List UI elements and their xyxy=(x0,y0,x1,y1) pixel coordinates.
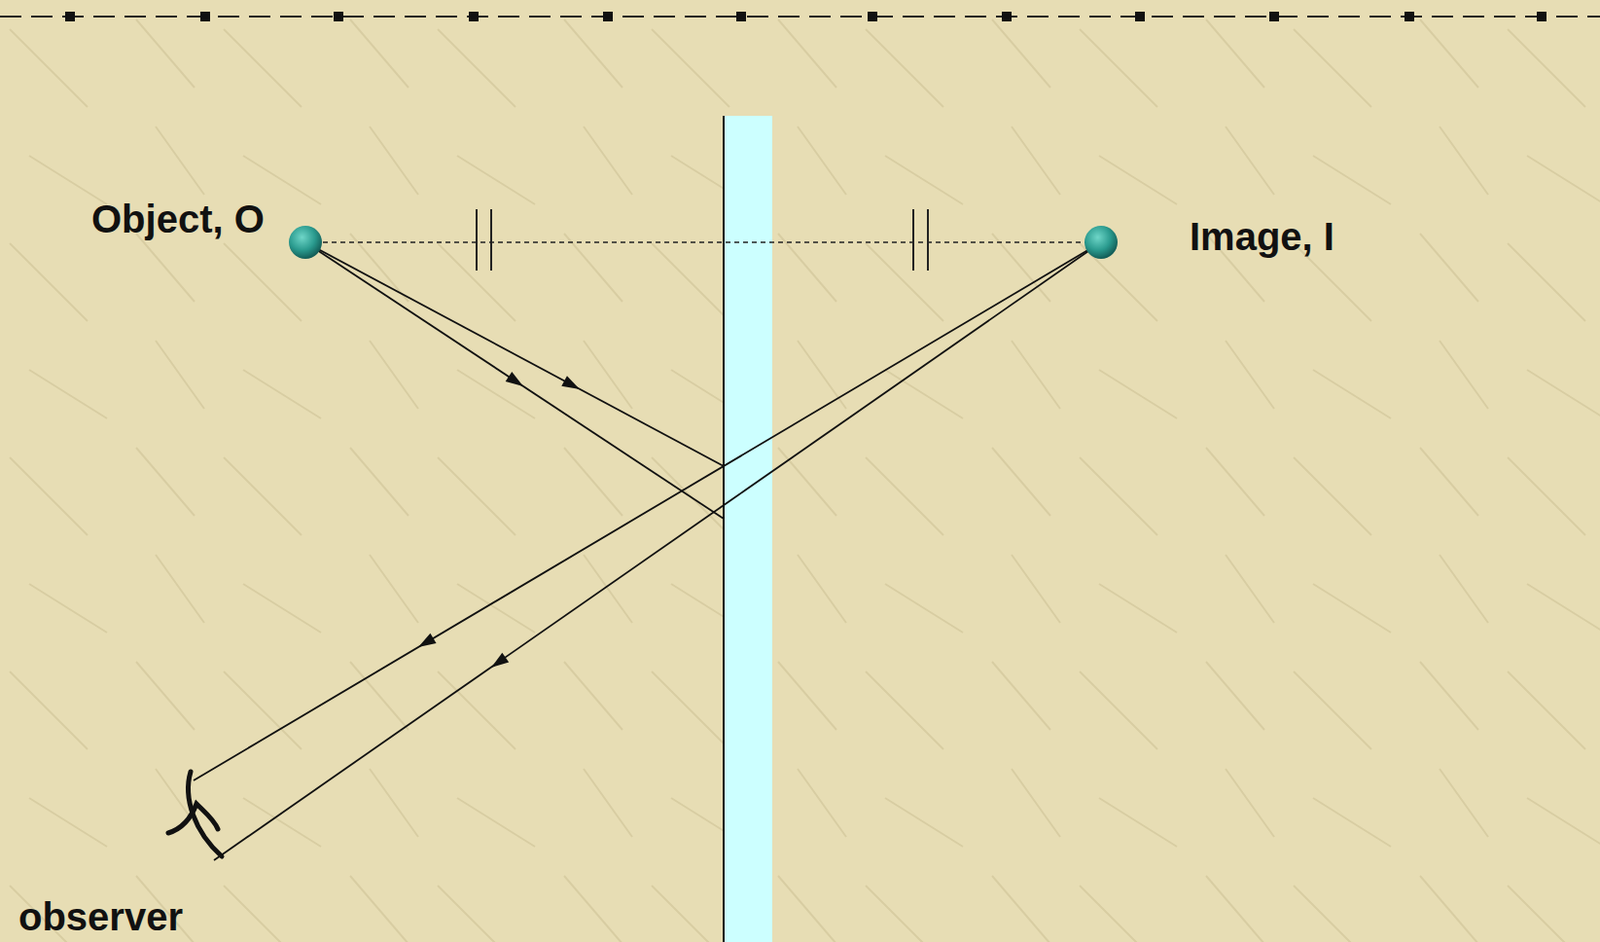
mirror-glass xyxy=(723,115,773,942)
image-ball xyxy=(1084,225,1118,259)
mirror-surface xyxy=(722,115,725,942)
label: Image, I xyxy=(1189,216,1335,256)
ray-arrows xyxy=(415,371,583,673)
label: Object, O xyxy=(91,199,265,239)
light-rays xyxy=(193,242,1102,860)
normal-line xyxy=(305,209,1102,271)
dashed-ruler xyxy=(0,11,1600,22)
eye-symbol xyxy=(168,771,222,856)
object-ball xyxy=(288,225,322,259)
label: observer xyxy=(18,896,183,936)
